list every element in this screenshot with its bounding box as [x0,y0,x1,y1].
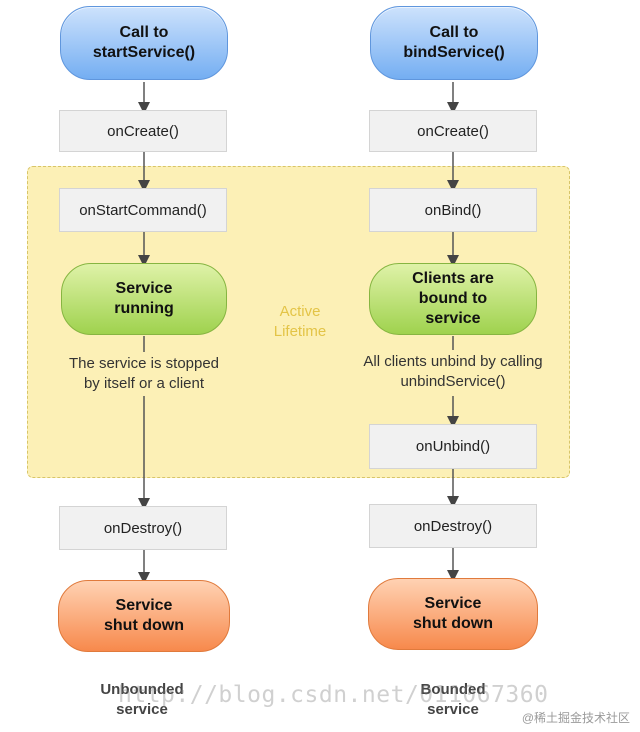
active-lifetime-label: Active Lifetime [273,303,327,340]
juejin-credit: @稀土掘金技术社区 [521,711,630,725]
left-service-shutdown-node: Service shut down [58,580,230,652]
right-clients-bound-node: Clients are bound to service [369,263,537,335]
right-call-bind-service-node: Call to bindService() [370,6,538,80]
left-service-running-node: Service running [61,263,227,335]
left-ondestroy-box: onDestroy() [59,506,227,550]
left-oncreate-text: onCreate() [107,122,179,140]
left-onstartcommand-text: onStartCommand() [79,201,207,219]
left-oncreate-box: onCreate() [59,110,227,152]
right-oncreate-box: onCreate() [369,110,537,152]
csdn-watermark: http://blog.csdn.net/011067360 [118,682,549,708]
left-service-shutdown-text: Service shut down [104,597,184,634]
right-ondestroy-box: onDestroy() [369,504,537,548]
left-footer-label: Unbounded service [100,681,184,718]
right-oncreate-text: onCreate() [417,122,489,140]
left-call-start-service-text: Call to startService() [92,24,196,61]
right-service-shutdown-text: Service shut down [413,595,493,632]
right-onbind-text: onBind() [424,201,482,219]
right-footer-label: Bounded service [420,681,486,718]
right-onbind-box: onBind() [369,188,537,232]
right-ondestroy-text: onDestroy() [413,517,493,535]
right-onunbind-box: onUnbind() [369,424,537,469]
left-ondestroy-text: onDestroy() [103,519,183,537]
right-service-shutdown-node: Service shut down [368,578,538,650]
right-clients-bound-text: Clients are bound to service [412,270,494,327]
left-stopped-note: The service is stopped by itself or a cl… [68,355,220,392]
left-service-running-text: Service running [114,280,174,317]
left-onstartcommand-box: onStartCommand() [59,188,227,232]
right-call-bind-service-text: Call to bindService() [403,24,505,61]
right-unbind-note: All clients unbind by calling unbindServ… [363,353,543,390]
right-onunbind-text: onUnbind() [415,438,491,455]
left-call-start-service-node: Call to startService() [60,6,228,80]
